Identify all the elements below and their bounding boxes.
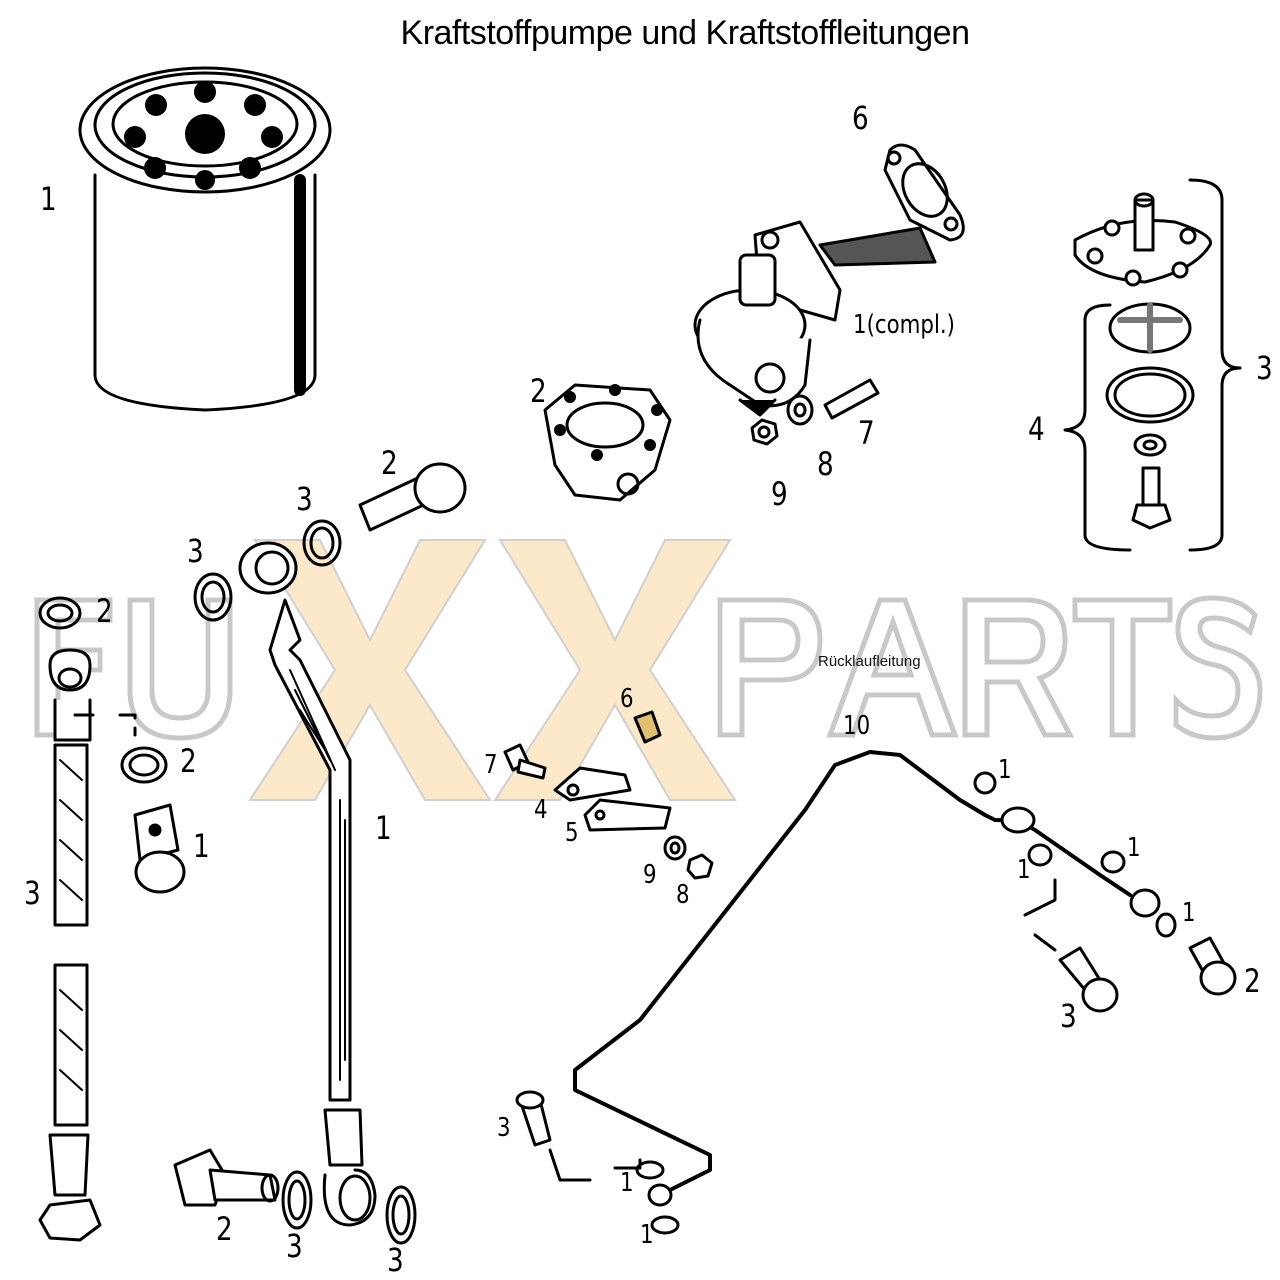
callout-hose-middle-3-a: 3 [296,480,313,518]
return-line-title: Rücklaufleitung [818,653,921,670]
callout-pump-9: 9 [771,475,788,513]
callout-hose-left-2-top: 2 [96,592,113,630]
callout-hose-bottom-3-b: 3 [387,1241,404,1279]
callout-hose-left-2-mid: 2 [180,742,197,780]
callout-bracket-5: 5 [565,818,579,848]
repair-kit-icon [1063,178,1242,552]
callout-bracket-8: 8 [676,880,690,910]
bracket-icon [503,710,714,880]
hose-middle-icon [173,462,467,1245]
callout-pump-6: 6 [852,99,869,137]
callout-hose-middle-1: 1 [375,809,392,847]
callout-return-1-d: 1 [1182,898,1196,928]
callout-return-1-b: 1 [1017,855,1031,885]
hose-left-icon [38,596,186,1242]
callout-bracket-6: 6 [620,684,634,714]
callout-pump-compl: 1(compl.) [853,310,955,340]
callout-pump-8: 8 [817,445,834,483]
page-title: Kraftstoffpumpe und Kraftstoffleitungen [400,14,970,52]
callout-return-1-c: 1 [1127,833,1141,863]
return-line-icon [515,750,1237,1235]
callout-return-3-right: 3 [1060,997,1077,1035]
callout-pump-2: 2 [530,372,547,410]
fuel-pump-icon [693,143,965,446]
callout-return-1-a: 1 [998,755,1012,785]
callout-bracket-4: 4 [534,795,548,825]
callout-return-2: 2 [1244,962,1261,1000]
callout-hose-bottom-3-a: 3 [286,1227,303,1265]
callout-hose-middle-3-b: 3 [187,532,204,570]
callout-hose-left-1: 1 [193,827,210,865]
callout-kit-4: 4 [1028,410,1045,448]
fuel-filter-icon [78,66,332,412]
callout-return-10: 10 [843,711,871,741]
callout-return-1-f: 1 [640,1220,654,1250]
pump-flange-icon [543,383,672,502]
callout-filter-1: 1 [40,180,57,218]
callout-bracket-9: 9 [643,860,657,890]
callout-return-3-left: 3 [497,1113,511,1143]
callout-return-1-e: 1 [620,1168,634,1198]
callout-hose-middle-2-top: 2 [381,444,398,482]
callout-bracket-7: 7 [484,750,498,780]
callout-hose-bottom-2: 2 [216,1210,233,1248]
callout-kit-3: 3 [1256,349,1273,387]
callout-hose-left-3: 3 [24,874,41,912]
callout-pump-7: 7 [858,414,875,452]
